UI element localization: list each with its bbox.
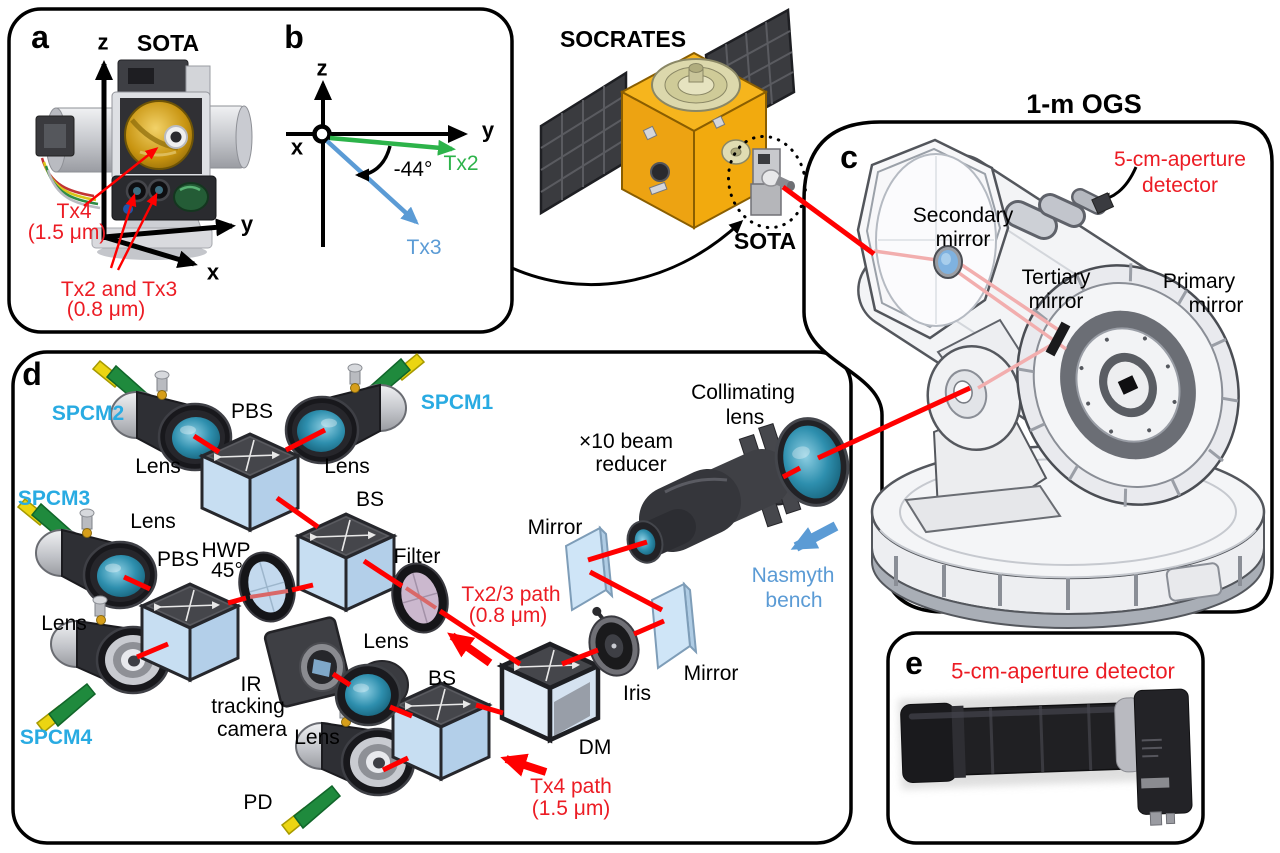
lens-label-pd: Lens — [294, 725, 340, 749]
tx4-annotation-line2: (1.5 μm) — [27, 220, 107, 244]
ir-camera-label-line3: camera — [216, 717, 288, 741]
laser-beams — [122, 184, 972, 773]
lens-label-spcm4: Lens — [41, 611, 87, 635]
axis-x-label-b: x — [290, 134, 304, 160]
tx4-path-label-line1: Tx4 path — [530, 774, 612, 798]
mirror-label-right: Mirror — [683, 661, 739, 685]
camera-lens — [334, 660, 409, 727]
dm-label: DM — [578, 735, 612, 759]
beam-reducer-label-line2: reducer — [595, 452, 667, 476]
tx23-annotation-line1: Tx2 and Tx3 — [60, 277, 178, 301]
ir-camera-label-line1: IR — [240, 672, 262, 696]
tx23-path-label-line1: Tx2/3 path — [461, 582, 561, 606]
axis-z-label-a: z — [97, 29, 109, 55]
pd-label: PD — [243, 790, 273, 814]
lens-label-spcm1: Lens — [324, 454, 370, 478]
lens-label-spcm3: Lens — [130, 509, 176, 533]
sota-terminal-label: SOTA — [733, 227, 797, 254]
detector-photo-caption: 5-cm-aperture detector — [951, 658, 1175, 684]
lens-label-camera: Lens — [363, 629, 409, 653]
secondary-mirror-label-line2: mirror — [935, 227, 991, 251]
nasmyth-bench-label-line2: bench — [765, 588, 823, 612]
tx3-vector-label: Tx3 — [406, 235, 442, 259]
optical-bench — [16, 352, 850, 836]
primary-mirror-label-line2: mirror — [1188, 293, 1244, 317]
panel-label-e: e — [905, 645, 923, 682]
panel-label-c: c — [840, 139, 858, 176]
secondary-mirror-label-line1: Secondary — [912, 203, 1014, 227]
tx4-annotation-line1: Tx4 — [56, 199, 92, 223]
spcm2-label: SPCM2 — [51, 401, 125, 425]
pbs1-label: PBS — [230, 399, 274, 423]
nasmyth-bench-label-line1: Nasmyth — [751, 563, 835, 587]
sota-title: SOTA — [136, 29, 200, 56]
tx4-path-label-line2: (1.5 μm) — [531, 796, 611, 820]
axis-y-label-b: y — [481, 117, 495, 143]
tx23-path-label-line2: (0.8 μm) — [468, 603, 548, 627]
tertiary-mirror-label-line1: Tertiary — [1021, 265, 1091, 289]
mirror-label-left: Mirror — [527, 515, 583, 539]
socrates-title: SOCRATES — [559, 25, 687, 52]
ogs-title: 1-m OGS — [1026, 88, 1142, 119]
spcm4-label: SPCM4 — [19, 725, 93, 749]
panel-label-a: a — [31, 19, 49, 56]
axis-x-label-a: x — [206, 259, 220, 285]
tx2-vector-label: Tx2 — [443, 151, 479, 175]
primary-mirror-label-line1: Primary — [1162, 269, 1236, 293]
axis-z-label-b: z — [316, 55, 328, 81]
ogs-telescope — [856, 138, 1266, 629]
spcm3-label: SPCM3 — [17, 486, 91, 510]
hwp-label-line2: 45° — [211, 558, 243, 582]
lens-label-spcm2: Lens — [135, 454, 181, 478]
iris-label: Iris — [623, 681, 651, 705]
socrates-satellite — [539, 7, 808, 230]
ir-camera — [263, 616, 353, 708]
bs1-label: BS — [355, 487, 385, 511]
filter-label: Filter — [393, 544, 441, 568]
beam-reducer-label-line1: ×10 beam — [579, 429, 673, 453]
detector-callout-line2: detector — [1142, 173, 1218, 197]
axis-y-label-a: y — [240, 211, 254, 237]
panel-label-d: d — [22, 356, 42, 393]
tertiary-mirror-label-line2: mirror — [1028, 289, 1084, 313]
detector-callout-line1: 5-cm-aperture — [1114, 147, 1246, 171]
hwp-label-line1: HWP — [201, 538, 251, 562]
pbs2-label: PBS — [156, 547, 200, 571]
angle-label: -44° — [393, 157, 433, 181]
collimating-lens-label-line2: lens — [725, 405, 765, 429]
ir-camera-label-line2: tracking — [211, 694, 285, 718]
tx23-annotation-line2: (0.8 μm) — [66, 297, 146, 321]
spcm1-label: SPCM1 — [420, 390, 494, 414]
collimating-lens-label-line1: Collimating — [691, 380, 795, 404]
detector-photo — [898, 688, 1193, 826]
panel-label-b: b — [284, 19, 304, 56]
bs2-label: BS — [427, 666, 457, 690]
